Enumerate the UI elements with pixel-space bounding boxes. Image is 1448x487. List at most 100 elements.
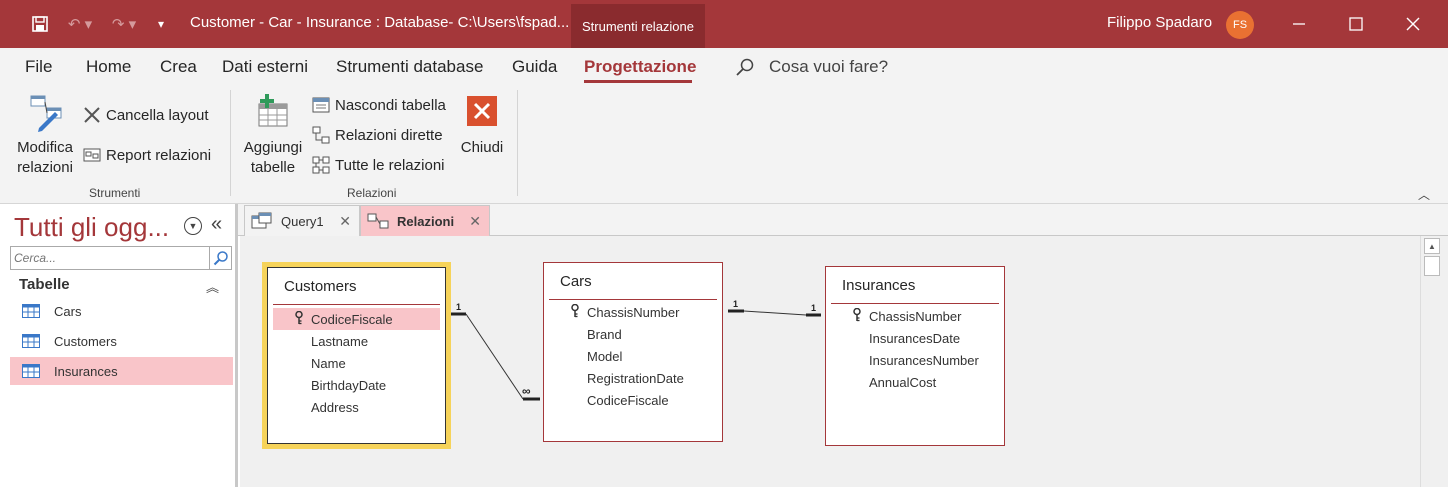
ribbon-tab-bar: File Home Crea Dati esterni Strumenti da…	[0, 48, 1448, 86]
nav-search-box	[10, 246, 232, 270]
clear-x-icon	[84, 107, 100, 123]
field-annualcost[interactable]: AnnualCost	[831, 371, 999, 393]
doc-tab-relazioni[interactable]: Relazioni ✕	[360, 205, 490, 236]
table-icon	[22, 304, 40, 318]
collapse-ribbon-icon[interactable]: ︿	[1418, 188, 1431, 202]
nav-search-input[interactable]	[11, 247, 206, 269]
field-name: CodiceFiscale	[587, 392, 669, 408]
field-insurancesdate[interactable]: InsurancesDate	[831, 327, 999, 349]
scroll-thumb[interactable]	[1424, 256, 1440, 276]
table-title[interactable]: Insurances	[842, 277, 916, 294]
table-header-divider	[549, 299, 717, 300]
tab-progettazione[interactable]: Progettazione	[584, 57, 697, 76]
field-chassisnumber[interactable]: ChassisNumber	[831, 305, 999, 327]
cancella-layout-button[interactable]: Cancella layout	[82, 103, 209, 127]
field-chassisnumber[interactable]: ChassisNumber	[549, 301, 717, 323]
document-tab-bar: Query1 ✕ Relazioni ✕	[238, 204, 1448, 236]
field-lastname[interactable]: Lastname	[273, 330, 440, 352]
field-name: InsurancesDate	[869, 330, 961, 346]
nav-item-cars[interactable]: Cars	[10, 297, 233, 325]
hide-table-icon	[312, 97, 330, 113]
tutte-relazioni-button[interactable]: Tutte le relazioni	[311, 153, 445, 177]
tab-crea[interactable]: Crea	[160, 57, 197, 76]
close-tab-icon[interactable]: ✕	[339, 212, 351, 229]
field-name: ChassisNumber	[869, 308, 962, 324]
document-title: Customer - Car - Insurance : Database- C…	[190, 14, 570, 31]
scroll-up-icon[interactable]: ▲	[1424, 238, 1440, 254]
report-relazioni-button[interactable]: Report relazioni	[82, 143, 211, 167]
tab-home[interactable]: Home	[86, 57, 132, 76]
nav-item-insurances[interactable]: Insurances	[10, 357, 233, 385]
cancella-layout-label: Cancella layout	[106, 106, 209, 124]
tab-strumenti-database[interactable]: Strumenti database	[336, 57, 484, 76]
primary-key-icon	[295, 311, 303, 325]
nascondi-tabella-button[interactable]: Nascondi tabella	[311, 93, 446, 117]
table-insurances[interactable]: Insurances ChassisNumber InsurancesDate …	[825, 266, 1005, 446]
table-title[interactable]: Customers	[284, 278, 357, 295]
field-model[interactable]: Model	[549, 345, 717, 367]
modifica-label-2: relazioni	[17, 159, 73, 176]
group-divider	[517, 90, 518, 196]
field-registrationdate[interactable]: RegistrationDate	[549, 367, 717, 389]
field-birthdaydate[interactable]: BirthdayDate	[273, 374, 440, 396]
relazioni-dirette-label: Relazioni dirette	[335, 126, 443, 144]
field-name: RegistrationDate	[587, 370, 684, 386]
nav-group-header[interactable]: Tabelle	[19, 276, 70, 293]
window-edge	[1440, 236, 1448, 487]
table-customers[interactable]: Customers CodiceFiscale Lastname Name Bi…	[262, 262, 451, 449]
field-name-row[interactable]: Name	[273, 352, 440, 374]
field-name: BirthdayDate	[311, 377, 387, 393]
user-name[interactable]: Filippo Spadaro	[1107, 14, 1213, 31]
doc-tab-label: Query1	[281, 213, 324, 229]
customize-qat-icon[interactable]: ▾	[157, 17, 165, 31]
title-bar: ↶ ▾ ↷ ▾ ▾ Customer - Car - Insurance : D…	[0, 0, 1448, 48]
all-relationships-icon	[312, 156, 330, 174]
vertical-scrollbar[interactable]: ▲	[1420, 236, 1440, 487]
direct-relationships-icon	[312, 126, 330, 144]
table-title[interactable]: Cars	[560, 273, 592, 290]
field-name: CodiceFiscale	[311, 311, 393, 327]
chiudi-label: Chiudi	[460, 139, 504, 156]
save-icon[interactable]	[28, 12, 52, 36]
tell-me-input[interactable]: Cosa vuoi fare?	[769, 57, 889, 76]
tab-dati-esterni[interactable]: Dati esterni	[222, 57, 308, 76]
minimize-icon[interactable]	[1279, 8, 1319, 40]
primary-key-icon	[571, 304, 579, 318]
aggiungi-tabelle-button[interactable]: Aggiungi tabelle	[240, 92, 306, 178]
chevron-up-icon[interactable]: ︽	[206, 280, 220, 295]
field-insurancesnumber[interactable]: InsurancesNumber	[831, 349, 999, 371]
field-address[interactable]: Address	[273, 396, 440, 418]
modifica-relazioni-button[interactable]: Modifica relazioni	[12, 92, 78, 178]
ribbon: Modifica relazioni Cancella layout Repor…	[0, 86, 1448, 204]
relazioni-dirette-button[interactable]: Relazioni dirette	[311, 123, 443, 147]
table-icon	[22, 334, 40, 348]
search-icon[interactable]	[735, 57, 755, 77]
tab-guida[interactable]: Guida	[512, 57, 558, 76]
chiudi-button[interactable]: Chiudi	[456, 94, 508, 158]
nav-dropdown-icon[interactable]: ▼	[184, 217, 202, 235]
collapse-pane-icon[interactable]: «	[211, 213, 223, 235]
maximize-icon[interactable]	[1336, 8, 1376, 40]
tab-file[interactable]: File	[25, 57, 53, 76]
close-tab-icon[interactable]: ✕	[469, 212, 481, 229]
field-name: Model	[587, 348, 623, 364]
doc-tab-label: Relazioni	[397, 213, 455, 229]
redo-icon[interactable]: ↷ ▾	[111, 16, 137, 33]
undo-icon[interactable]: ↶ ▾	[67, 16, 93, 33]
field-name: Name	[311, 355, 346, 371]
nav-item-label: Insurances	[54, 363, 118, 379]
field-codicefiscale[interactable]: CodiceFiscale	[549, 389, 717, 411]
nav-pane-title[interactable]: Tutti gli ogg...	[14, 212, 170, 242]
table-header-divider	[273, 304, 440, 305]
field-name: ChassisNumber	[587, 304, 680, 320]
close-icon[interactable]	[1393, 8, 1433, 40]
avatar[interactable]: FS	[1226, 11, 1254, 39]
field-brand[interactable]: Brand	[549, 323, 717, 345]
table-frame: Customers CodiceFiscale Lastname Name Bi…	[267, 267, 446, 444]
field-codicefiscale[interactable]: CodiceFiscale	[273, 308, 440, 330]
table-cars[interactable]: Cars ChassisNumber Brand Model Registrat…	[543, 262, 723, 442]
nav-item-customers[interactable]: Customers	[10, 327, 233, 355]
search-icon[interactable]	[209, 247, 231, 269]
group-divider	[230, 90, 231, 196]
doc-tab-query1[interactable]: Query1 ✕	[244, 205, 360, 236]
